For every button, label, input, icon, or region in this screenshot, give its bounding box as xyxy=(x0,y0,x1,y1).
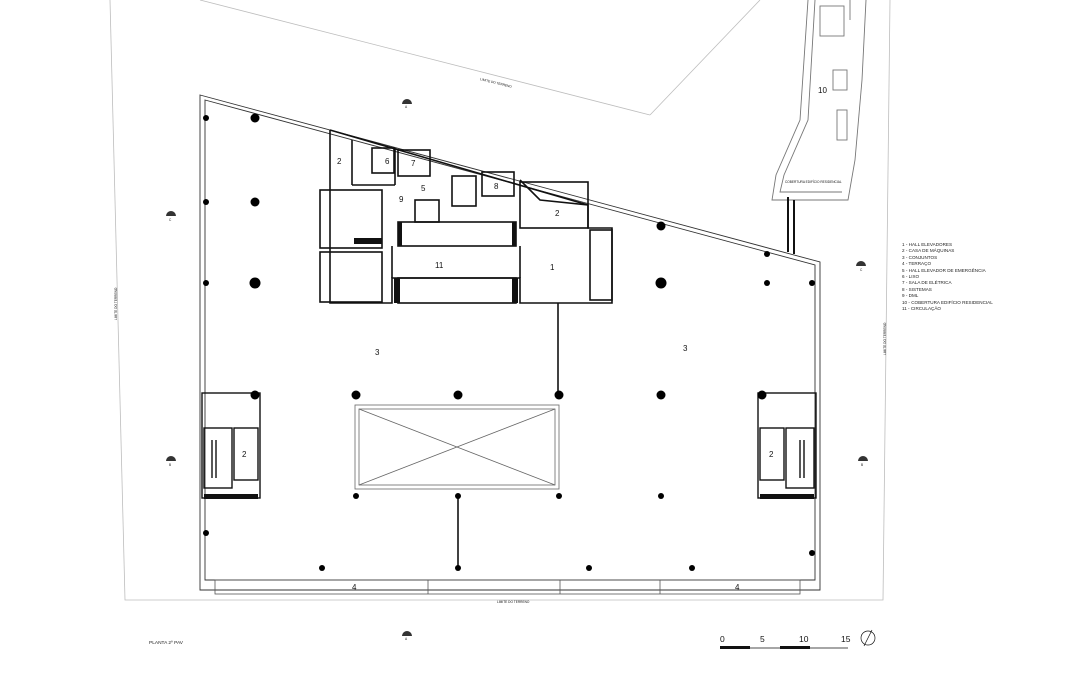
west-core-sill xyxy=(204,494,258,499)
building-slab xyxy=(199,94,821,591)
section-a-top: A xyxy=(405,105,408,109)
scale-bar: 0 5 10 15 xyxy=(720,629,876,649)
section-c-left: C xyxy=(169,218,172,222)
site-label-top: LIMITE DO TERRENO xyxy=(480,77,513,89)
section-b-left: B xyxy=(169,463,171,467)
legend-item: 3 - CONJUNTOS xyxy=(902,254,938,260)
site-label-bottom: LIMITE DO TERRENO xyxy=(497,600,530,604)
scale-tick-10: 10 xyxy=(799,634,809,644)
room-3-east-label: 3 xyxy=(683,344,688,353)
room-4-east-label: 4 xyxy=(735,583,740,592)
section-b-right: B xyxy=(861,463,863,467)
room-2-core-right-label: 2 xyxy=(555,209,560,218)
legend-item: 5 - HALL ELEVADOR DE EMERGÊNCIA xyxy=(902,267,986,273)
room-1-label: 1 xyxy=(550,263,555,272)
room-2-west-label: 2 xyxy=(242,450,247,459)
atrium-void xyxy=(354,404,560,490)
room-2-east-label: 2 xyxy=(769,450,774,459)
legend-item: 11 - CIRCULAÇÃO xyxy=(902,306,941,312)
section-a-bottom: A xyxy=(405,637,408,641)
room-10-label: 10 xyxy=(818,86,827,95)
legend: 1 - HALL ELEVADORES 2 - CASA DE MÁQUINAS… xyxy=(902,242,993,312)
north-arrow-icon xyxy=(860,629,876,647)
scale-tick-15: 15 xyxy=(841,634,851,644)
legend-item: 10 - COBERTURA EDIFÍCIO RESIDENCIAL xyxy=(902,299,993,305)
room-3-west-label: 3 xyxy=(375,348,380,357)
east-core-sill xyxy=(760,494,814,499)
room-8-label: 8 xyxy=(494,182,499,191)
drawing-title: PLANTA 2º PAV xyxy=(149,641,184,646)
legend-item: 7 - SALA DE ELÉTRICA xyxy=(902,280,952,286)
room-2-core-left-label: 2 xyxy=(337,157,342,166)
room-4-west-label: 4 xyxy=(352,583,357,592)
west-stair-core xyxy=(201,392,261,499)
site-label-left: LIMITE DO TERRENO xyxy=(114,287,118,320)
legend-item: 4 - TERRAÇO xyxy=(902,261,932,267)
legend-item: 8 - SISTEMAS xyxy=(902,286,932,292)
site-label-right: LIMITE DO TERRENO xyxy=(883,322,887,355)
scale-tick-0: 0 xyxy=(720,634,725,644)
legend-item: 1 - HALL ELEVADORES xyxy=(902,242,953,247)
room-6-label: 6 xyxy=(385,157,390,166)
structural-columns xyxy=(203,113,815,571)
room-9-label: 9 xyxy=(399,195,404,204)
room-7-label: 7 xyxy=(411,159,416,168)
section-c-right: C xyxy=(860,268,863,272)
section-markers xyxy=(166,99,868,636)
east-stair-core xyxy=(757,392,817,499)
terrace-band xyxy=(214,579,801,595)
residential-building xyxy=(771,0,867,201)
residential-roof-label: COBERTURA EDIFÍCIO RESIDENCIAL xyxy=(785,180,842,184)
site-boundary xyxy=(109,0,891,601)
room-5-label: 5 xyxy=(421,184,426,193)
legend-item: 6 - LIXO xyxy=(902,274,920,280)
service-core xyxy=(319,129,613,304)
legend-item: 2 - CASA DE MÁQUINAS xyxy=(902,248,955,254)
scale-tick-5: 5 xyxy=(760,634,765,644)
core-fills xyxy=(354,222,518,303)
room-11-label: 11 xyxy=(435,261,444,270)
legend-item: 9 - DML xyxy=(902,293,919,299)
